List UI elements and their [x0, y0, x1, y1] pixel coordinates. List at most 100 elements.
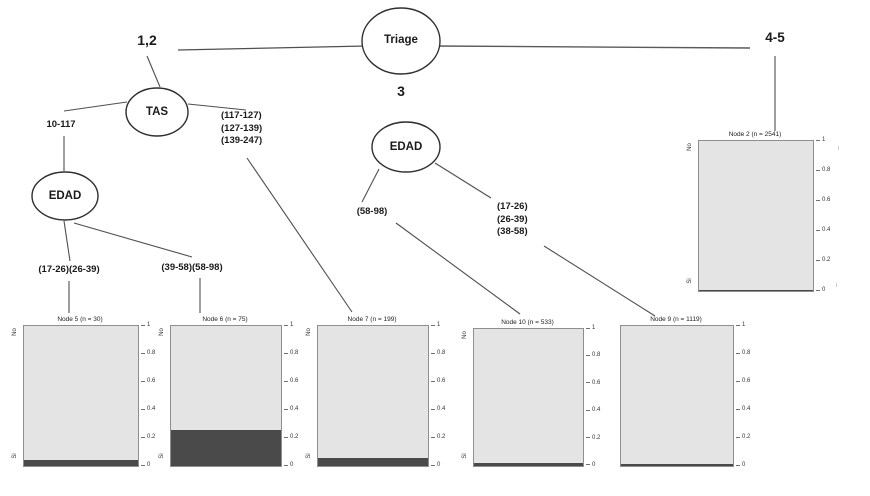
- tick-label: 0.2: [290, 434, 299, 440]
- edge-triage-to-45: [433, 45, 751, 49]
- node6-barplot: Node 6 (n = 75) 1 0.8 0.6 0.4 0.2 0 No S…: [158, 316, 320, 476]
- tick-label: 0.4: [742, 406, 751, 412]
- tick-label: 0.6: [437, 378, 446, 384]
- edge-label-line: (139-247): [221, 135, 263, 146]
- node2-title: Node 2 (n = 2541): [728, 131, 782, 138]
- tick-label: 0: [437, 462, 441, 468]
- edge-triage-to-12: [177, 45, 367, 51]
- node6-si-bar: [171, 429, 281, 466]
- edge-label-edad-left-l: (17-26)(26-39): [38, 264, 100, 275]
- edge-label-edad-left-r: (39-58)(58-98): [161, 262, 223, 273]
- edad-mid-node-label: EDAD: [389, 141, 423, 153]
- tick-label: 0.6: [592, 379, 601, 386]
- node2-y-axis: 1 0.8 0.6 0.4 0.2 0: [816, 137, 842, 293]
- edge-label-to-node10: [395, 222, 521, 315]
- tick-label: 0.8: [592, 352, 601, 359]
- tick-label: 0.8: [822, 167, 831, 173]
- edge-label-tas-right-stack: (117-127) (127-139) (139-247): [221, 110, 262, 148]
- node10-si-bar: [474, 463, 583, 466]
- tick-label: 0.4: [147, 406, 156, 412]
- artifact-mark-bottom: i: [836, 283, 838, 289]
- node5-no-label: No: [12, 328, 18, 336]
- node7-title: Node 7 (n = 199): [347, 316, 397, 323]
- edge-12-to-tas: [146, 55, 161, 88]
- edge-tas-to-117-247: [187, 103, 247, 111]
- tick-label: 0.8: [742, 350, 751, 356]
- edge-label-triage-12: 1,2: [137, 32, 157, 48]
- tick-label: 1: [437, 322, 441, 328]
- edge-label-edad-mid-l: (58-98): [356, 206, 388, 217]
- triage-node-ellipse: [361, 7, 441, 75]
- node9-bar-area: [620, 325, 734, 467]
- edge-edad-to-17-39: [63, 220, 71, 262]
- edge-label-line: (38-58): [497, 226, 528, 237]
- tick-label: 0.6: [822, 197, 831, 203]
- tick-label: 1: [822, 137, 826, 143]
- tick-label: 0.6: [742, 378, 751, 384]
- tick-label: 1: [290, 322, 294, 328]
- tick-label: 0.6: [147, 378, 156, 384]
- edge-label-line: (26-39): [497, 213, 528, 225]
- tick-label: 0.4: [437, 406, 446, 412]
- triage-node-label: Triage: [384, 34, 418, 46]
- tick-label: 0.2: [822, 257, 831, 263]
- node2-no-label: No: [687, 143, 693, 151]
- node10-si-label: Si: [462, 453, 468, 459]
- tick-label: 1: [592, 325, 596, 331]
- node2-si-label: Si: [687, 278, 693, 284]
- edge-label-line: (127-139): [221, 122, 263, 134]
- node5-barplot: Node 5 (n = 30) 1 0.8 0.6 0.4 0.2 0 No S…: [11, 316, 177, 476]
- edge-label-tas-10-117: 10-117: [46, 119, 76, 130]
- node6-title: Node 6 (n = 75): [202, 316, 248, 323]
- edad-left-node-label: EDAD: [48, 190, 82, 202]
- tick-label: 0.8: [290, 350, 299, 356]
- node2-si-bar: [699, 290, 813, 291]
- tick-label: 0.4: [592, 407, 601, 414]
- edge-label-triage-3: 3: [397, 83, 405, 99]
- node5-si-bar: [24, 460, 138, 466]
- edge-label-line: (17-26): [497, 201, 528, 212]
- node10-bar-area: [473, 328, 584, 467]
- node5-y-axis: 1 0.8 0.6 0.4 0.2 0: [141, 322, 167, 468]
- node9-title: Node 9 (n = 1119): [650, 316, 702, 323]
- node7-barplot: Node 7 (n = 199) 1 0.8 0.6 0.4 0.2 0 No …: [305, 316, 467, 476]
- edge-label-triage-45: 4-5: [765, 30, 785, 45]
- edge-edad-to-39-98: [73, 222, 193, 258]
- tick-label: 0.2: [147, 434, 156, 440]
- tick-label: 0.2: [437, 434, 446, 440]
- tick-label: 0: [592, 461, 596, 468]
- node7-bar-area: [317, 325, 429, 467]
- node6-si-label: Si: [159, 453, 165, 459]
- edge-edadmid-to-58-98: [361, 168, 380, 203]
- node7-si-bar: [318, 457, 428, 466]
- node9-barplot: Node 9 (n = 1119) 1 0.8 0.6 0.4 0.2 0: [608, 316, 772, 476]
- tick-label: 0: [822, 287, 826, 293]
- edge-tas-to-10-117: [63, 101, 128, 112]
- tick-label: 0.8: [147, 350, 156, 356]
- node7-no-label: No: [306, 328, 312, 336]
- tick-label: 0.6: [290, 378, 299, 384]
- tick-label: 0.2: [742, 434, 751, 440]
- edge-label-edad-mid-r-stack: (17-26) (26-39) (38-58): [497, 201, 528, 239]
- artifact-mark-top: i: [838, 146, 840, 152]
- edad-mid-node-ellipse: [371, 121, 441, 173]
- node5-bar-area: [23, 325, 139, 467]
- node6-no-label: No: [159, 328, 165, 336]
- node7-y-axis: 1 0.8 0.6 0.4 0.2 0: [431, 322, 457, 468]
- tick-label: 0.4: [290, 406, 299, 412]
- node2-barplot: Node 2 (n = 2541) 1 0.8 0.6 0.4 0.2 0 No…: [686, 131, 852, 301]
- node10-no-label: No: [462, 331, 468, 339]
- tick-label: 0: [147, 462, 151, 468]
- edge-label-line: (117-127): [221, 110, 262, 121]
- tick-label: 0: [742, 462, 746, 468]
- node6-y-axis: 1 0.8 0.6 0.4 0.2 0: [284, 322, 310, 468]
- node2-bar-area: [698, 140, 814, 292]
- edad-left-node-ellipse: [31, 171, 99, 221]
- node5-si-label: Si: [12, 453, 18, 459]
- node10-y-axis: 1 0.8 0.6 0.4 0.2 0: [586, 325, 612, 468]
- edge-label-to-node7: [246, 157, 353, 313]
- tick-label: 0.4: [822, 227, 831, 233]
- edge-label-to-node9: [543, 245, 656, 317]
